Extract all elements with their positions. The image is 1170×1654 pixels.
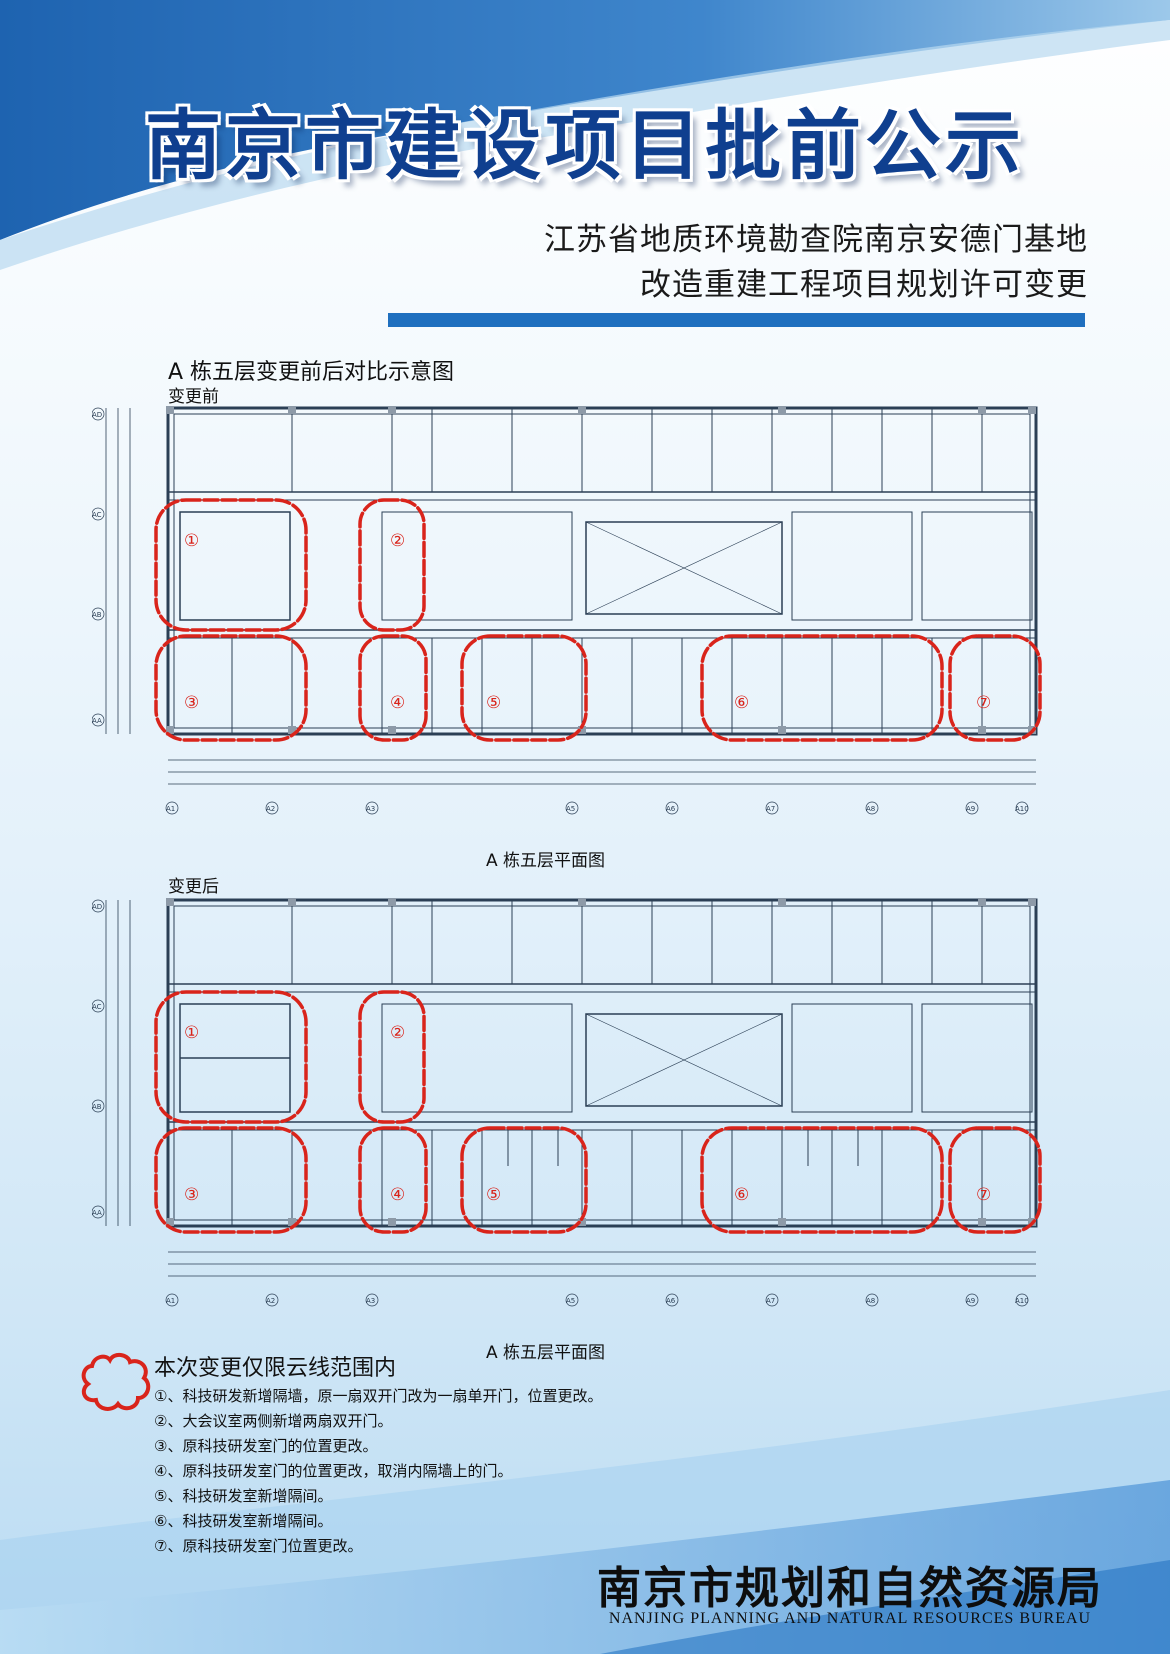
cloud-marker-2: ② — [390, 1023, 405, 1043]
axis-label-ac: AC — [92, 511, 102, 519]
change-item: ②、大会议室两侧新增两扇双开门。 — [154, 1412, 393, 1430]
project-name-line-1: 江苏省地质环境勘查院南京安德门基地 — [544, 222, 1088, 258]
axis-label-a10: A10 — [1015, 1297, 1029, 1305]
axis-label-a9: A9 — [966, 1297, 975, 1305]
diagram-title: A 栋五层变更前后对比示意图 — [168, 360, 455, 385]
cloud-marker-4: ④ — [390, 693, 405, 713]
plan-caption-before: A 栋五层平面图 — [486, 851, 606, 871]
cloud-marker-4: ④ — [390, 1185, 405, 1205]
change-list: ①、科技研发新增隔墙，原一扇双开门改为一扇单开门，位置更改。 ②、大会议室两侧新… — [154, 1384, 602, 1559]
cloud-marker-7: ⑦ — [976, 1185, 991, 1205]
axis-label-a5: A5 — [566, 1297, 575, 1305]
axis-label-ac: AC — [92, 1003, 102, 1011]
axis-label-a8: A8 — [866, 1297, 875, 1305]
axis-label-a9: A9 — [966, 805, 975, 813]
cloud-marker-5: ⑤ — [486, 693, 501, 713]
issuing-authority: 南京市规划和自然资源局 — [597, 1563, 1103, 1614]
cloud-marker-1: ① — [184, 1023, 199, 1043]
before-change-label: 变更前 — [168, 387, 219, 407]
change-item: ③、原科技研发室门的位置更改。 — [154, 1437, 378, 1455]
change-item: ④、原科技研发室门的位置更改，取消内隔墙上的门。 — [154, 1462, 513, 1480]
change-item: ⑥、科技研发室新增隔间。 — [154, 1512, 333, 1530]
cloud-marker-5: ⑤ — [486, 1185, 501, 1205]
page-title: 南京市建设项目批前公示 — [145, 101, 1025, 190]
revision-cloud-icon — [81, 1353, 151, 1411]
axis-label-a3: A3 — [366, 1297, 375, 1305]
project-name-line-2: 改造重建工程项目规划许可变更 — [640, 267, 1088, 303]
axis-label-ab: AB — [92, 1103, 102, 1111]
plan-caption-after: A 栋五层平面图 — [486, 1343, 606, 1363]
axis-label-aa: AA — [92, 1209, 102, 1217]
issuing-authority-english: NANJING PLANNING AND NATURAL RESOURCES B… — [608, 1610, 1092, 1627]
cloud-marker-6: ⑥ — [734, 693, 749, 713]
axis-label-aa: AA — [92, 717, 102, 725]
axis-label-a1: A1 — [166, 1297, 175, 1305]
axis-label-ad: AD — [92, 903, 102, 911]
axis-label-ab: AB — [92, 611, 102, 619]
axis-label-a10: A10 — [1015, 805, 1029, 813]
axis-label-a2: A2 — [266, 805, 275, 813]
cloud-marker-7: ⑦ — [976, 693, 991, 713]
change-item: ①、科技研发新增隔墙，原一扇双开门改为一扇单开门，位置更改。 — [154, 1387, 603, 1405]
axis-label-a3: A3 — [366, 805, 375, 813]
cloud-marker-2: ② — [390, 531, 405, 551]
change-item: ⑦、原科技研发室门位置更改。 — [154, 1537, 363, 1555]
axis-label-a6: A6 — [666, 805, 676, 813]
axis-label-a8: A8 — [866, 805, 875, 813]
floor-plan-before: ① ② ③ ④ ⑤ ⑥ ⑦ A1 A2 A3 A5 A6 A7 A8 A9 A1… — [92, 406, 1042, 815]
axis-label-a5: A5 — [566, 805, 575, 813]
axis-label-a7: A7 — [766, 805, 775, 813]
axis-label-ad: AD — [92, 411, 102, 419]
floor-plan-after: ① ② ③ ④ ⑤ ⑥ ⑦ A1 A2 A3 A5 A6 A7 A8 A9 A1… — [92, 898, 1042, 1307]
cloud-marker-1: ① — [184, 531, 199, 551]
cloud-marker-3: ③ — [184, 693, 199, 713]
axis-label-a7: A7 — [766, 1297, 775, 1305]
change-item: ⑤、科技研发室新增隔间。 — [154, 1487, 333, 1505]
title-divider-bar — [388, 313, 1085, 327]
axis-label-a6: A6 — [666, 1297, 676, 1305]
cloud-marker-3: ③ — [184, 1185, 199, 1205]
axis-label-a1: A1 — [166, 805, 175, 813]
axis-label-a2: A2 — [266, 1297, 275, 1305]
legend-title: 本次变更仅限云线范围内 — [154, 1356, 397, 1381]
cloud-marker-6: ⑥ — [734, 1185, 749, 1205]
after-change-label: 变更后 — [168, 877, 219, 897]
